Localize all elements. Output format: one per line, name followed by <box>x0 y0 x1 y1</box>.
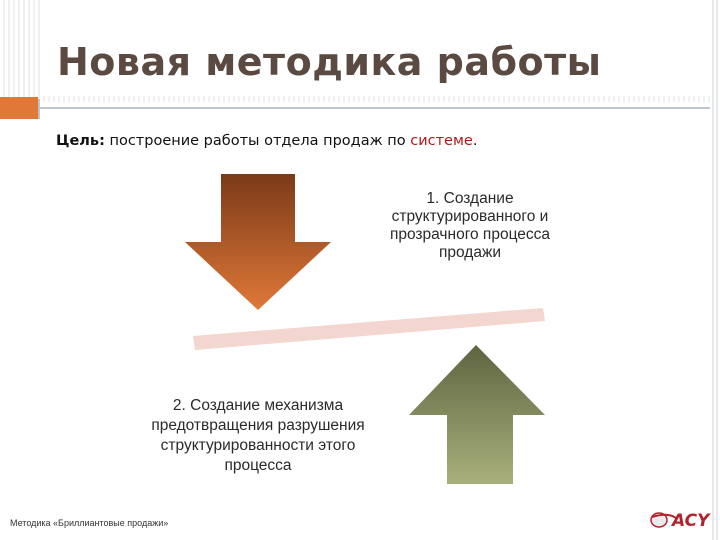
goal-label: Цель: <box>56 133 105 149</box>
side-stripes <box>710 0 720 540</box>
goal-end: . <box>472 133 478 149</box>
goal-highlight: системе <box>410 133 473 149</box>
step1-text: 1. Создание структурированного и прозрач… <box>389 190 551 261</box>
title-rule-tick <box>38 99 40 119</box>
down-arrow <box>185 174 331 310</box>
balance-beam <box>193 308 545 350</box>
slide-title: Новая методика работы <box>57 40 602 84</box>
accent-square <box>0 97 38 119</box>
step2-text: 2. Создание механизма предотвращения раз… <box>151 397 365 474</box>
goal-text: построение работы отдела продаж по <box>104 133 411 149</box>
logo-text: ACY <box>670 511 711 531</box>
title-rule <box>38 107 710 109</box>
acy-logo: ACY <box>650 511 711 531</box>
title-area <box>40 0 710 96</box>
footer-text: Методика «Бриллиантовые продажи» <box>10 518 169 528</box>
goal-line: Цель: построение работы отдела продаж по… <box>56 133 477 149</box>
up-arrow <box>409 345 545 484</box>
